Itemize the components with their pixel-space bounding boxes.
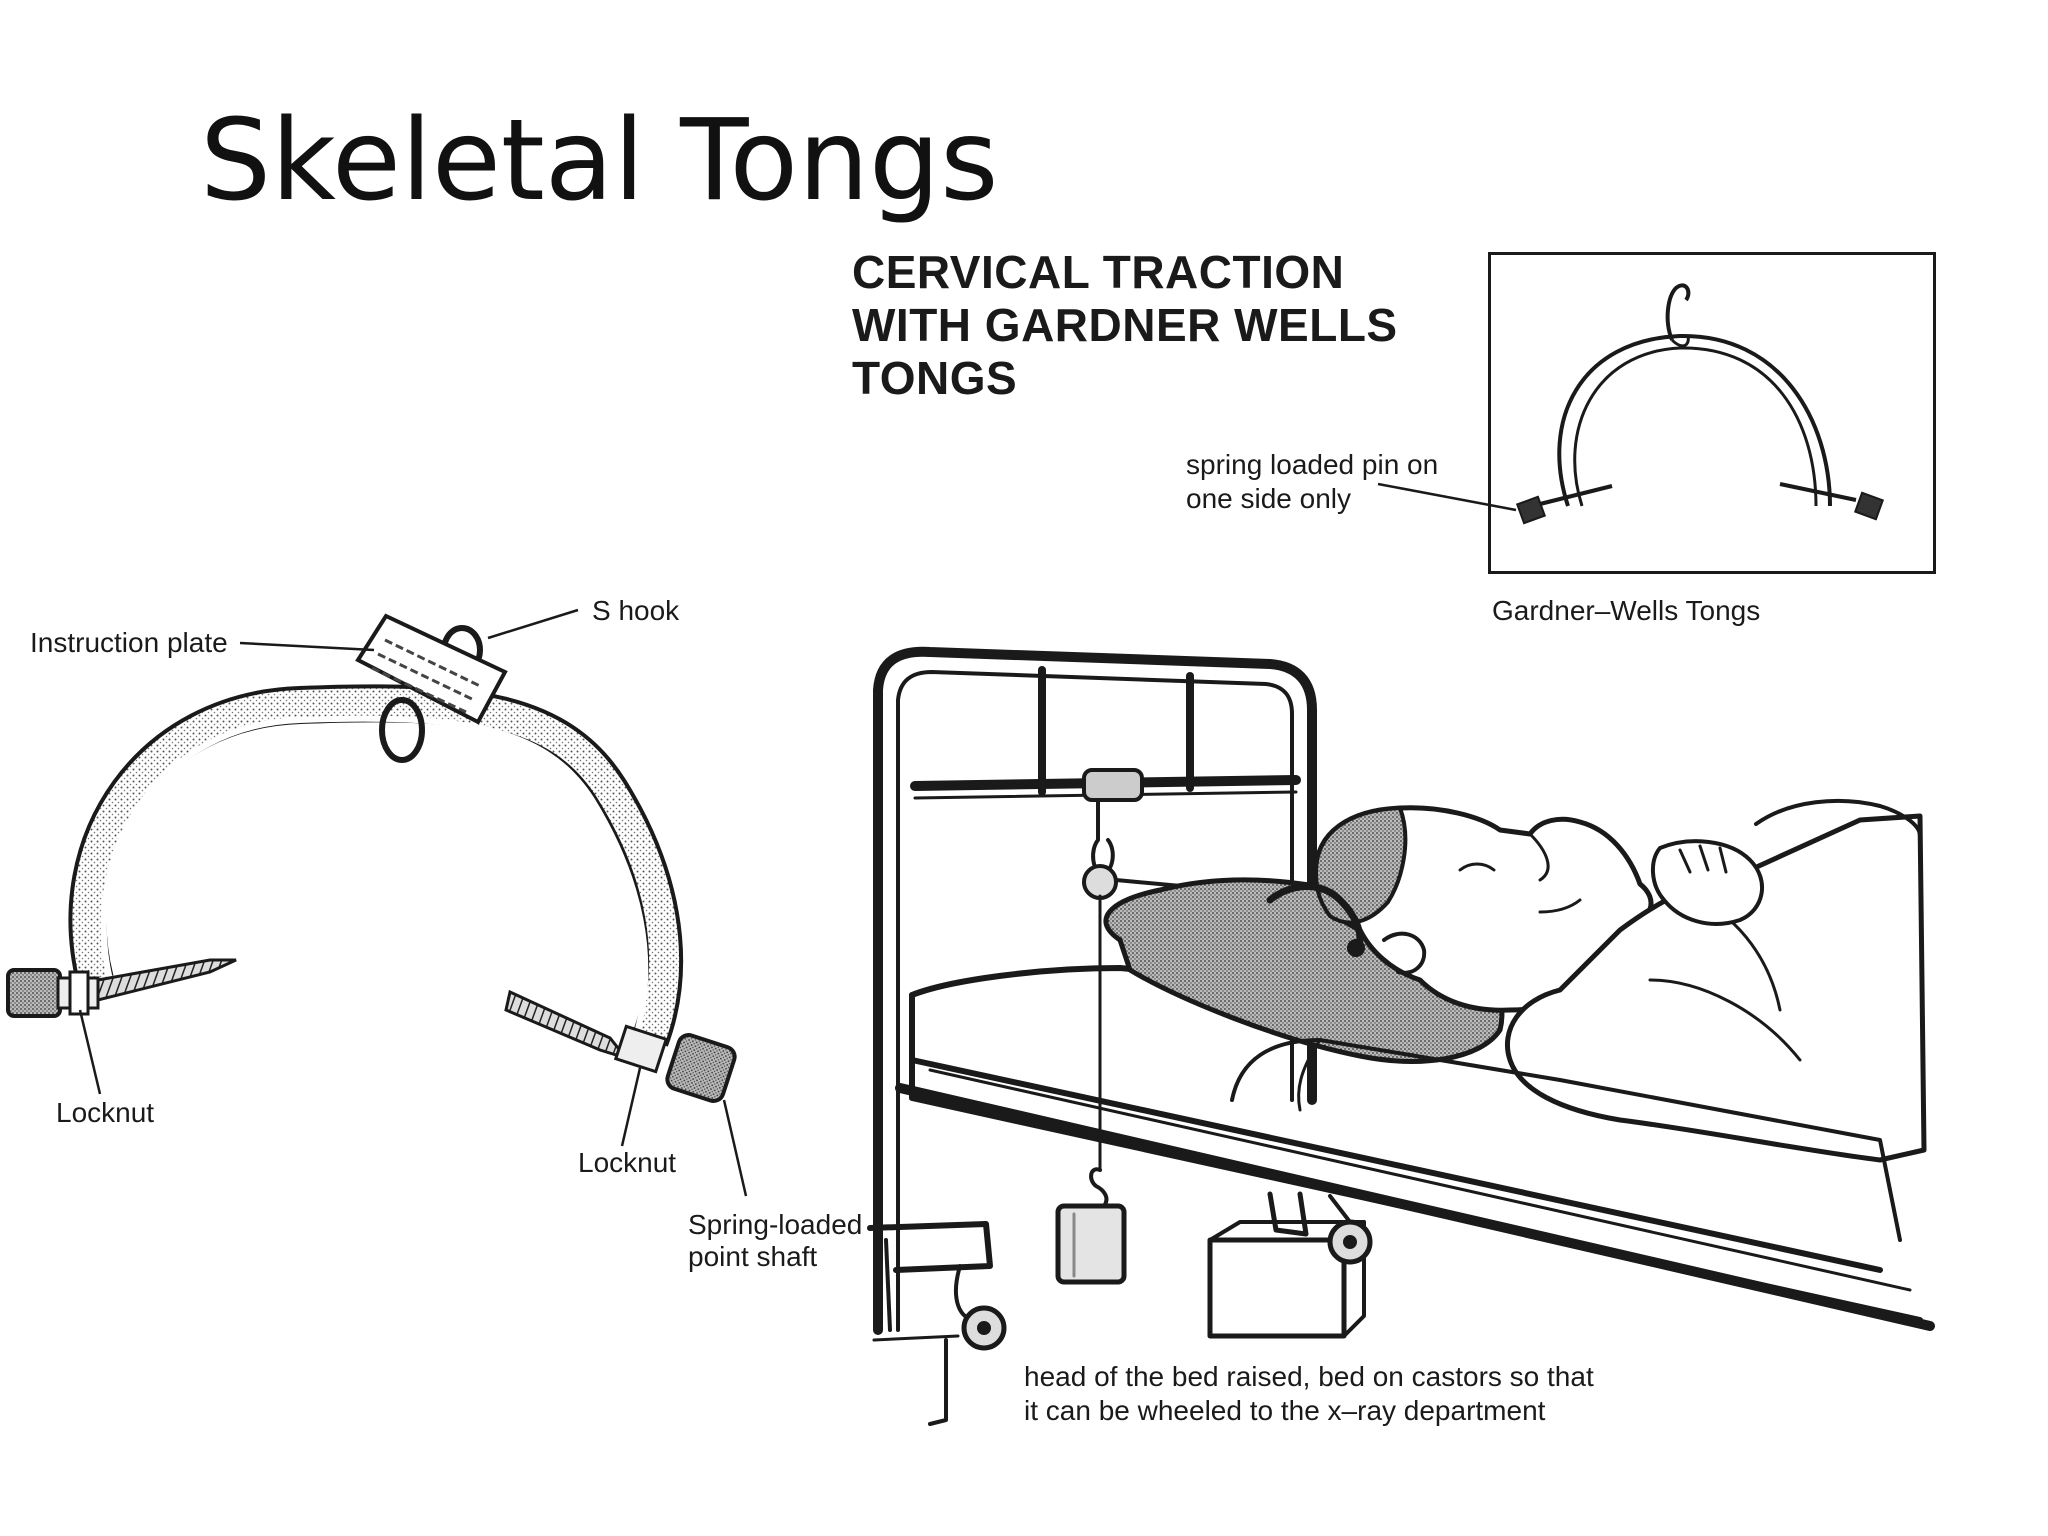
label-spring-shaft-line-1: Spring-loaded	[688, 1209, 863, 1240]
label-spring-shaft-line-2: point shaft	[688, 1241, 818, 1272]
heading-line-2: WITH GARDNER WELLS	[852, 299, 1398, 351]
heading-line-3: TONGS	[852, 352, 1018, 404]
inset-caption: Gardner–Wells Tongs	[1492, 595, 1761, 626]
left-locknut-icon	[6, 958, 237, 1018]
pin-note-line-2: one side only	[1186, 483, 1352, 514]
large-tongs-icon	[6, 608, 748, 1197]
label-instruction-plate: Instruction plate	[30, 627, 228, 658]
bed-scene-illustration	[867, 646, 1935, 1426]
label-locknut-right: Locknut	[578, 1147, 677, 1178]
diagram-heading: CERVICAL TRACTION WITH GARDNER WELLS TON…	[852, 246, 1452, 405]
bed-caption-line-2: it can be wheeled to the x–ray departmen…	[1024, 1395, 1546, 1426]
right-locknut-icon	[504, 989, 737, 1103]
inset-tongs-icon	[1377, 283, 1885, 525]
label-locknut-left: Locknut	[56, 1097, 155, 1128]
inset-frame	[1488, 252, 1936, 574]
pin-note-line-1: spring loaded pin on	[1186, 449, 1439, 480]
bed-caption-line-1: head of the bed raised, bed on castors s…	[1024, 1361, 1594, 1392]
slide-title: Skeletal Tongs	[200, 96, 999, 226]
label-s-hook: S hook	[592, 595, 680, 626]
heading-line-1: CERVICAL TRACTION	[852, 246, 1345, 298]
instruction-plate-icon	[355, 613, 508, 725]
